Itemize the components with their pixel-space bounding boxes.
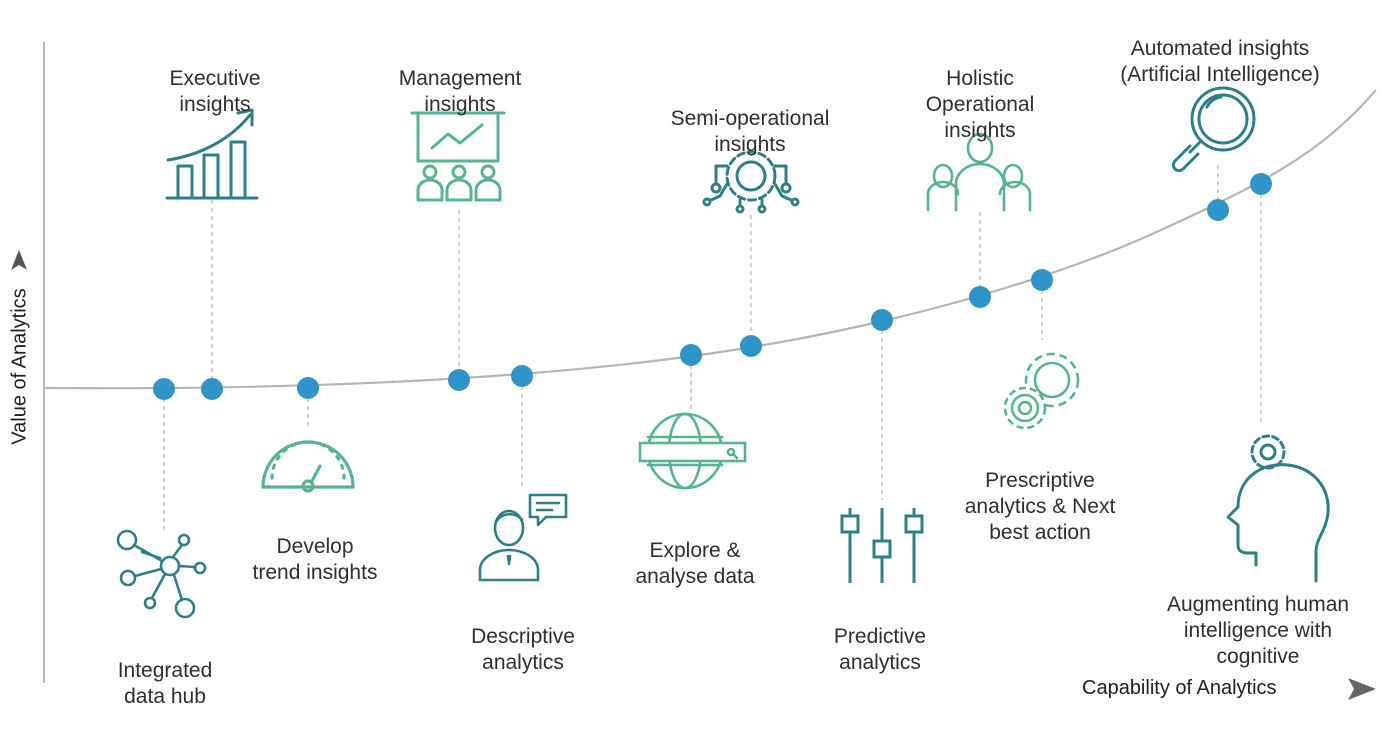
analytics-maturity-diagram (11, 42, 1377, 700)
label-explore-analyse-data: Explore &analyse data (635, 539, 755, 588)
dot-executive (201, 378, 223, 400)
dot-prescriptive (1031, 269, 1053, 291)
dot-augmenting (1250, 173, 1272, 195)
network-hub-icon (116, 529, 207, 619)
x-axis-arrow-icon (1348, 678, 1376, 700)
milestone-dots (153, 173, 1272, 400)
dot-develop (297, 377, 319, 399)
person-speech-icon (478, 493, 568, 582)
gear-circuit-icon (702, 150, 800, 214)
globe-search-icon (638, 412, 747, 490)
x-axis-label: Capability of Analytics (1082, 677, 1277, 699)
label-automated-insights: Automated insights(Artificial Intelligen… (1120, 37, 1320, 86)
dot-semi-operational (740, 335, 762, 357)
gears-icon (1003, 352, 1080, 430)
dot-predictive (871, 309, 893, 331)
dot-explore (680, 344, 702, 366)
magnifier-icon (1171, 86, 1256, 173)
dot-integrated (153, 378, 175, 400)
sliders-icon (840, 508, 924, 583)
dot-management (448, 369, 470, 391)
dot-holistic (969, 286, 991, 308)
bar-chart-growth-icon (165, 108, 259, 200)
head-gear-icon (1226, 434, 1330, 583)
speedometer-icon (261, 440, 355, 493)
team-people-icon (926, 132, 1032, 212)
dot-descriptive (511, 365, 533, 387)
y-axis-label: Value of Analytics (8, 288, 31, 445)
dot-automated (1207, 199, 1229, 221)
presentation-audience-icon (410, 111, 506, 202)
y-axis-arrow-icon (11, 250, 27, 270)
connectors (163, 165, 1262, 530)
